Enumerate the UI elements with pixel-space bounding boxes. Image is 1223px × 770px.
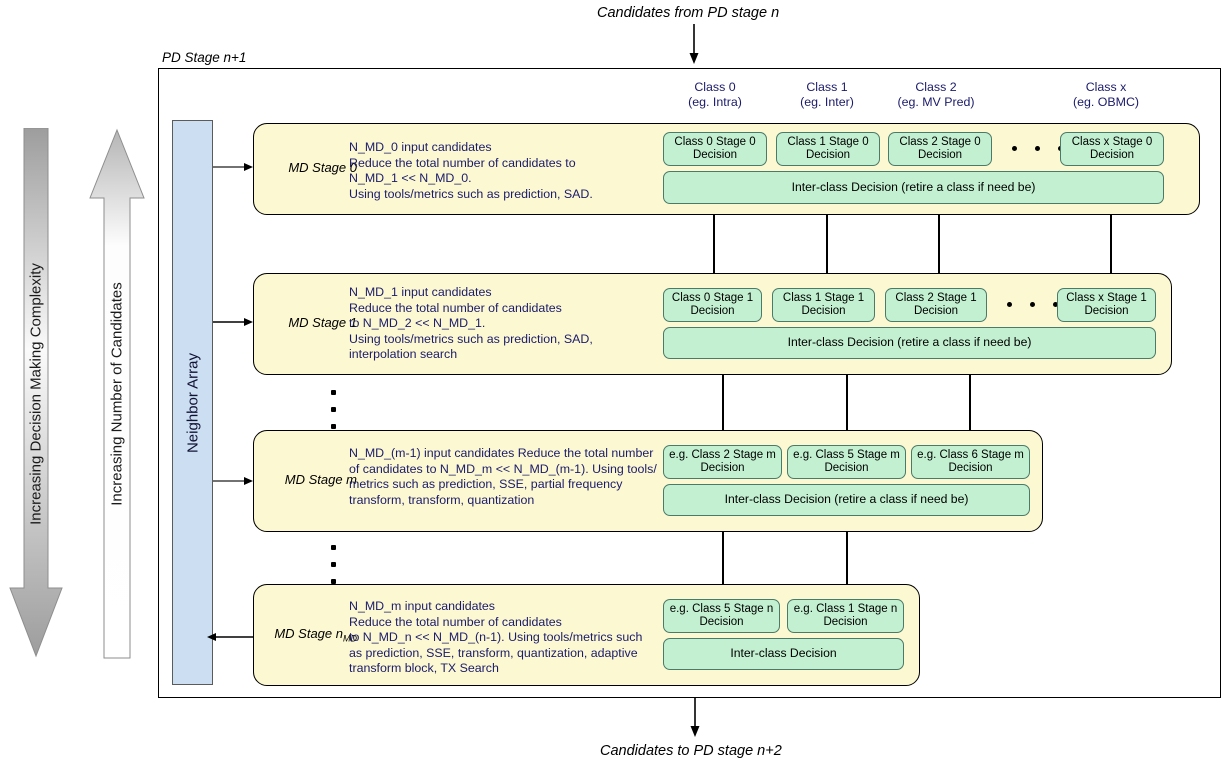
md-stage-1-row: MD Stage 1 N_MD_1 input candidates Reduc…: [253, 273, 1172, 375]
class-header-0-title: Class 0: [694, 80, 736, 94]
neighbor-to-stage0-arrow: [213, 163, 253, 171]
class-header-3: Class x (eg. OBMC): [1051, 80, 1161, 109]
decision-box-classx-stage0[interactable]: Class x Stage 0 Decision: [1060, 132, 1164, 166]
decision-box-class2-stage0[interactable]: Class 2 Stage 0 Decision: [888, 132, 992, 166]
class-header-1-example: (eg. Inter): [800, 94, 854, 109]
interclass-decision-stagem[interactable]: Inter-class Decision (retire a class if …: [663, 484, 1030, 516]
class-header-2: Class 2 (eg. MV Pred): [881, 80, 991, 109]
decision-box-class2-stagem-label: e.g. Class 2 Stage m Decision: [669, 448, 776, 475]
class-header-2-example: (eg. MV Pred): [897, 94, 975, 109]
decision-box-class5-stagem[interactable]: e.g. Class 5 Stage m Decision: [787, 445, 906, 479]
neighbor-array: Neighbor Array: [172, 120, 213, 685]
md-stage-n-name: MD Stage nMD: [257, 626, 357, 644]
decision-box-class1-stagen-label: e.g. Class 1 Stage n Decision: [793, 602, 898, 629]
interclass-decision-stage0-label: Inter-class Decision (retire a class if …: [791, 179, 1036, 194]
decision-box-class1-stagen[interactable]: e.g. Class 1 Stage n Decision: [787, 599, 904, 633]
decision-box-class2-stage1-label: Class 2 Stage 1 Decision: [895, 291, 977, 318]
decision-box-class1-stage0-label: Class 1 Stage 0 Decision: [787, 135, 869, 162]
ellipsis-dots-vertical-2: [331, 545, 336, 596]
class-header-3-title: Class x: [1085, 80, 1127, 94]
decision-box-class0-stage0[interactable]: Class 0 Stage 0 Decision: [663, 132, 767, 166]
candidates-arrow: Increasing Number of Candidates: [88, 128, 146, 660]
md-stage-0-row: MD Stage 0 N_MD_0 input candidates Reduc…: [253, 123, 1200, 215]
neighbor-array-label: Neighbor Array: [184, 352, 201, 453]
outgoing-arrow: [690, 698, 700, 737]
decision-box-class2-stage1[interactable]: Class 2 Stage 1 Decision: [885, 288, 987, 322]
incoming-arrow: [689, 24, 699, 64]
top-caption: Candidates from PD stage n: [597, 5, 780, 21]
pd-stage-frame: [158, 68, 1221, 698]
decision-box-class0-stage0-label: Class 0 Stage 0 Decision: [674, 135, 756, 162]
decision-box-class5-stagen-label: e.g. Class 5 Stage n Decision: [669, 602, 774, 629]
complexity-arrow: Increasing Decision Making Complexity: [8, 128, 64, 660]
interclass-decision-stage1-label: Inter-class Decision (retire a class if …: [787, 335, 1032, 350]
md-stage-0-name: MD Stage 0: [288, 160, 357, 175]
complexity-arrow-label: Increasing Decision Making Complexity: [27, 263, 45, 525]
decision-box-class6-stagem[interactable]: e.g. Class 6 Stage m Decision: [911, 445, 1030, 479]
decision-box-classx-stage0-label: Class x Stage 0 Decision: [1071, 135, 1153, 162]
md-stage-n-name-subscript: MD: [343, 633, 357, 644]
decision-box-class1-stage0[interactable]: Class 1 Stage 0 Decision: [776, 132, 880, 166]
decision-box-class6-stagem-label: e.g. Class 6 Stage m Decision: [917, 448, 1024, 475]
md-stage-m-name: MD Stage m: [284, 472, 357, 487]
neighbor-to-stagem-arrow: [213, 477, 253, 485]
decision-box-class2-stage0-label: Class 2 Stage 0 Decision: [899, 135, 981, 162]
decision-box-class1-stage1-label: Class 1 Stage 1 Decision: [782, 291, 865, 318]
decision-box-class2-stagem[interactable]: e.g. Class 2 Stage m Decision: [663, 445, 782, 479]
class-header-0: Class 0 (eg. Intra): [660, 80, 770, 109]
bottom-caption: Candidates to PD stage n+2: [600, 743, 782, 759]
candidates-arrow-shape: [89, 128, 145, 659]
decision-box-classx-stage1-label: Class x Stage 1 Decision: [1066, 291, 1147, 318]
class-header-2-title: Class 2: [915, 80, 957, 94]
class-header-1: Class 1 (eg. Inter): [772, 80, 882, 109]
neighbor-to-stage1-arrow: [213, 318, 253, 326]
interclass-decision-stagem-label: Inter-class Decision (retire a class if …: [724, 492, 969, 507]
stagen-to-neighbor-arrow: [207, 633, 258, 641]
md-stage-1-name: MD Stage 1: [288, 315, 357, 330]
complexity-arrow-shape: [9, 128, 63, 658]
decision-box-class1-stage1[interactable]: Class 1 Stage 1 Decision: [772, 288, 875, 322]
decision-box-classx-stage1[interactable]: Class x Stage 1 Decision: [1057, 288, 1156, 322]
interclass-decision-stage0[interactable]: Inter-class Decision (retire a class if …: [663, 171, 1164, 204]
md-stage-m-description: N_MD_(m-1) input candidates Reduce the t…: [349, 446, 657, 507]
md-stage-m-row: MD Stage m N_MD_(m-1) input candidates R…: [253, 430, 1043, 532]
md-stage-n-description: N_MD_m input candidates Reduce the total…: [349, 599, 643, 675]
ellipsis-dots-stage1: [1007, 302, 1058, 307]
decision-box-class0-stage1-label: Class 0 Stage 1 Decision: [671, 291, 754, 318]
interclass-decision-stagen[interactable]: Inter-class Decision: [663, 638, 904, 670]
class-header-3-example: (eg. OBMC): [1072, 94, 1140, 109]
md-stage-0-description: N_MD_0 input candidates Reduce the total…: [349, 140, 593, 201]
decision-box-class5-stagen[interactable]: e.g. Class 5 Stage n Decision: [663, 599, 780, 633]
interclass-decision-stage1[interactable]: Inter-class Decision (retire a class if …: [663, 327, 1156, 359]
md-stage-n-name-text: MD Stage n: [274, 626, 343, 641]
interclass-decision-stagen-label: Inter-class Decision: [730, 646, 837, 661]
md-stage-1-description: N_MD_1 input candidates Reduce the total…: [349, 285, 593, 361]
candidates-arrow-label: Increasing Number of Candidates: [108, 282, 126, 506]
ellipsis-dots-vertical-1: [331, 390, 336, 441]
pd-stage-label: PD Stage n+1: [162, 50, 247, 65]
decision-box-class5-stagem-label: e.g. Class 5 Stage m Decision: [793, 448, 900, 475]
class-header-1-title: Class 1: [806, 80, 848, 94]
ellipsis-dots-stage0: [1012, 146, 1063, 151]
decision-box-class0-stage1[interactable]: Class 0 Stage 1 Decision: [663, 288, 762, 322]
md-stage-n-row: MD Stage nMD N_MD_m input candidates Red…: [253, 584, 920, 686]
class-header-0-example: (eg. Intra): [688, 94, 742, 109]
